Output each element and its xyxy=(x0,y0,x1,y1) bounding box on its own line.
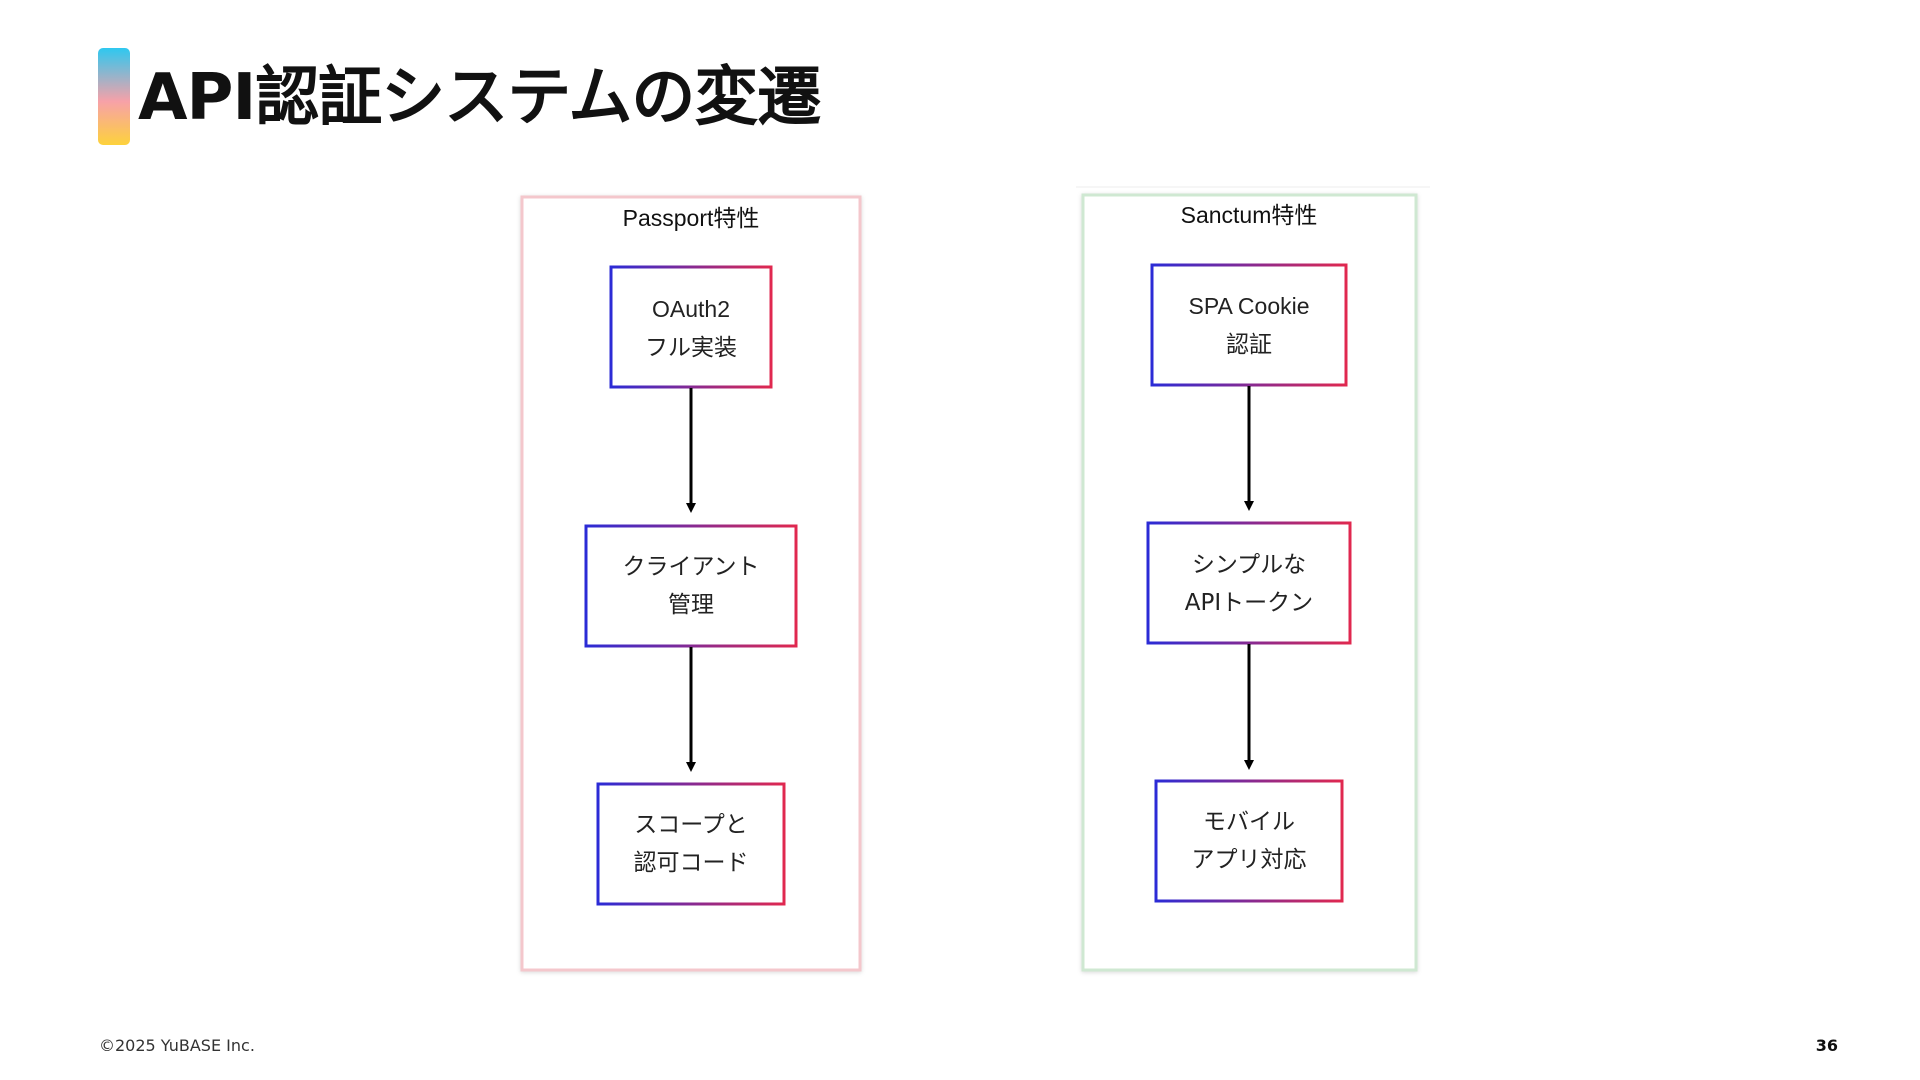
sanctum-group-title: Sanctum特性 xyxy=(1181,202,1318,228)
footer-copyright: ©2025 YuBASE Inc. xyxy=(99,1036,255,1055)
node-label-line2: アプリ対応 xyxy=(1192,847,1307,873)
node-label-line2: 認可コード xyxy=(634,850,749,876)
passport-node-client: クライアント 管理 xyxy=(584,524,798,648)
node-label-line1: SPA Cookie xyxy=(1188,293,1309,319)
node-label-line2: 認証 xyxy=(1226,332,1272,358)
sanctum-group: Sanctum特性 SPA Cookie 認証 シンプルな APIトークン モバ… xyxy=(1076,186,1430,972)
sanctum-node-mobile: モバイル アプリ対応 xyxy=(1154,779,1344,903)
passport-node-scope: スコープと 認可コード xyxy=(596,782,786,906)
page-number: 36 xyxy=(1815,1036,1838,1055)
node-label-line1: スコープと xyxy=(634,812,748,838)
passport-group: Passport特性 OAuth2 フル実装 クライアント 管理 スコープと 認… xyxy=(520,195,862,972)
node-label-line1: モバイル xyxy=(1203,809,1295,835)
title-accent-bar xyxy=(98,48,130,145)
node-label-line2: 管理 xyxy=(668,592,714,618)
node-label-line2: APIトークン xyxy=(1185,590,1313,616)
node-label-line2: フル実装 xyxy=(645,335,737,361)
passport-node-oauth2: OAuth2 フル実装 xyxy=(609,265,773,389)
node-label-line1: クライアント xyxy=(622,554,759,580)
node-label-line1: シンプルな xyxy=(1192,552,1306,578)
node-label-line1: OAuth2 xyxy=(652,296,730,322)
sanctum-node-spa-cookie: SPA Cookie 認証 xyxy=(1150,263,1348,387)
sanctum-node-api-token: シンプルな APIトークン xyxy=(1146,521,1352,645)
page-title: API認証システムの変遷 xyxy=(138,61,821,135)
passport-group-title: Passport特性 xyxy=(623,205,760,231)
